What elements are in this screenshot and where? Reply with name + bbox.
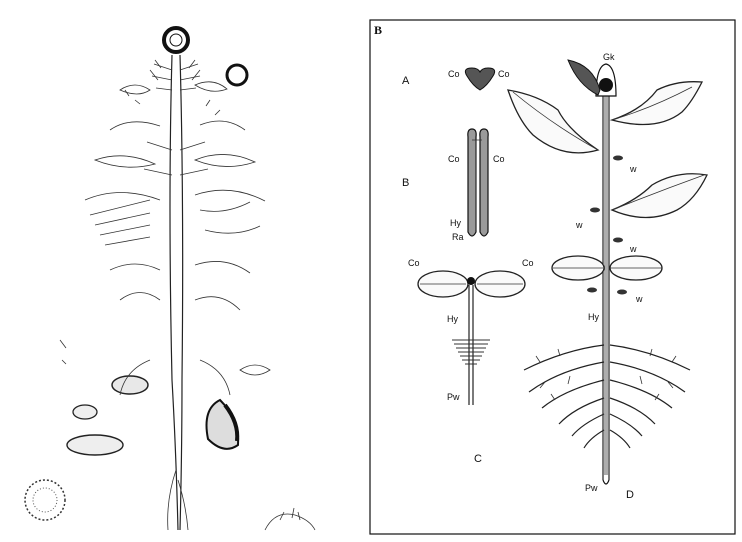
- stage-a-label: A: [402, 75, 410, 87]
- stage-b-label: B: [402, 177, 409, 189]
- root-tubers: [67, 360, 238, 455]
- stage-c-co-right: Co: [522, 258, 534, 268]
- stage-d-w-label-3: w: [629, 244, 637, 254]
- stage-c-label: C: [474, 453, 482, 465]
- stage-d-gk-label: Gk: [603, 52, 615, 62]
- stage-b-hy-label: Hy: [450, 218, 461, 228]
- left-plant-illustration: [25, 28, 315, 530]
- stage-b-ra-label: Ra: [452, 232, 464, 242]
- stage-d-w-label-1: w: [629, 164, 637, 174]
- side-ring-icon: [227, 65, 247, 85]
- stage-c-pw-label: Pw: [447, 392, 460, 402]
- apex-ring-icon: [164, 28, 188, 52]
- panel-corner-label: B: [374, 23, 382, 37]
- stage-d-pw-label: Pw: [585, 483, 598, 493]
- stage-d-hy-label: Hy: [588, 312, 599, 322]
- moss-clump-left: [25, 480, 65, 520]
- stage-d-w-label-2: w: [575, 220, 583, 230]
- stage-d-w-label-4: w: [635, 294, 643, 304]
- stage-b-co-left: Co: [448, 154, 460, 164]
- foliage-clusters: [60, 60, 270, 375]
- stage-d-label: D: [626, 489, 634, 501]
- stage-b-co-right: Co: [493, 154, 505, 164]
- moss-clump-right: [265, 508, 315, 530]
- stage-a-co-left: Co: [448, 69, 460, 79]
- right-diagram-panel: B A Co Co B Co Co Hy Ra: [370, 20, 735, 534]
- stage-c-co-left: Co: [408, 258, 420, 268]
- stage-c-hy-label: Hy: [447, 314, 458, 324]
- stage-a-co-right: Co: [498, 69, 510, 79]
